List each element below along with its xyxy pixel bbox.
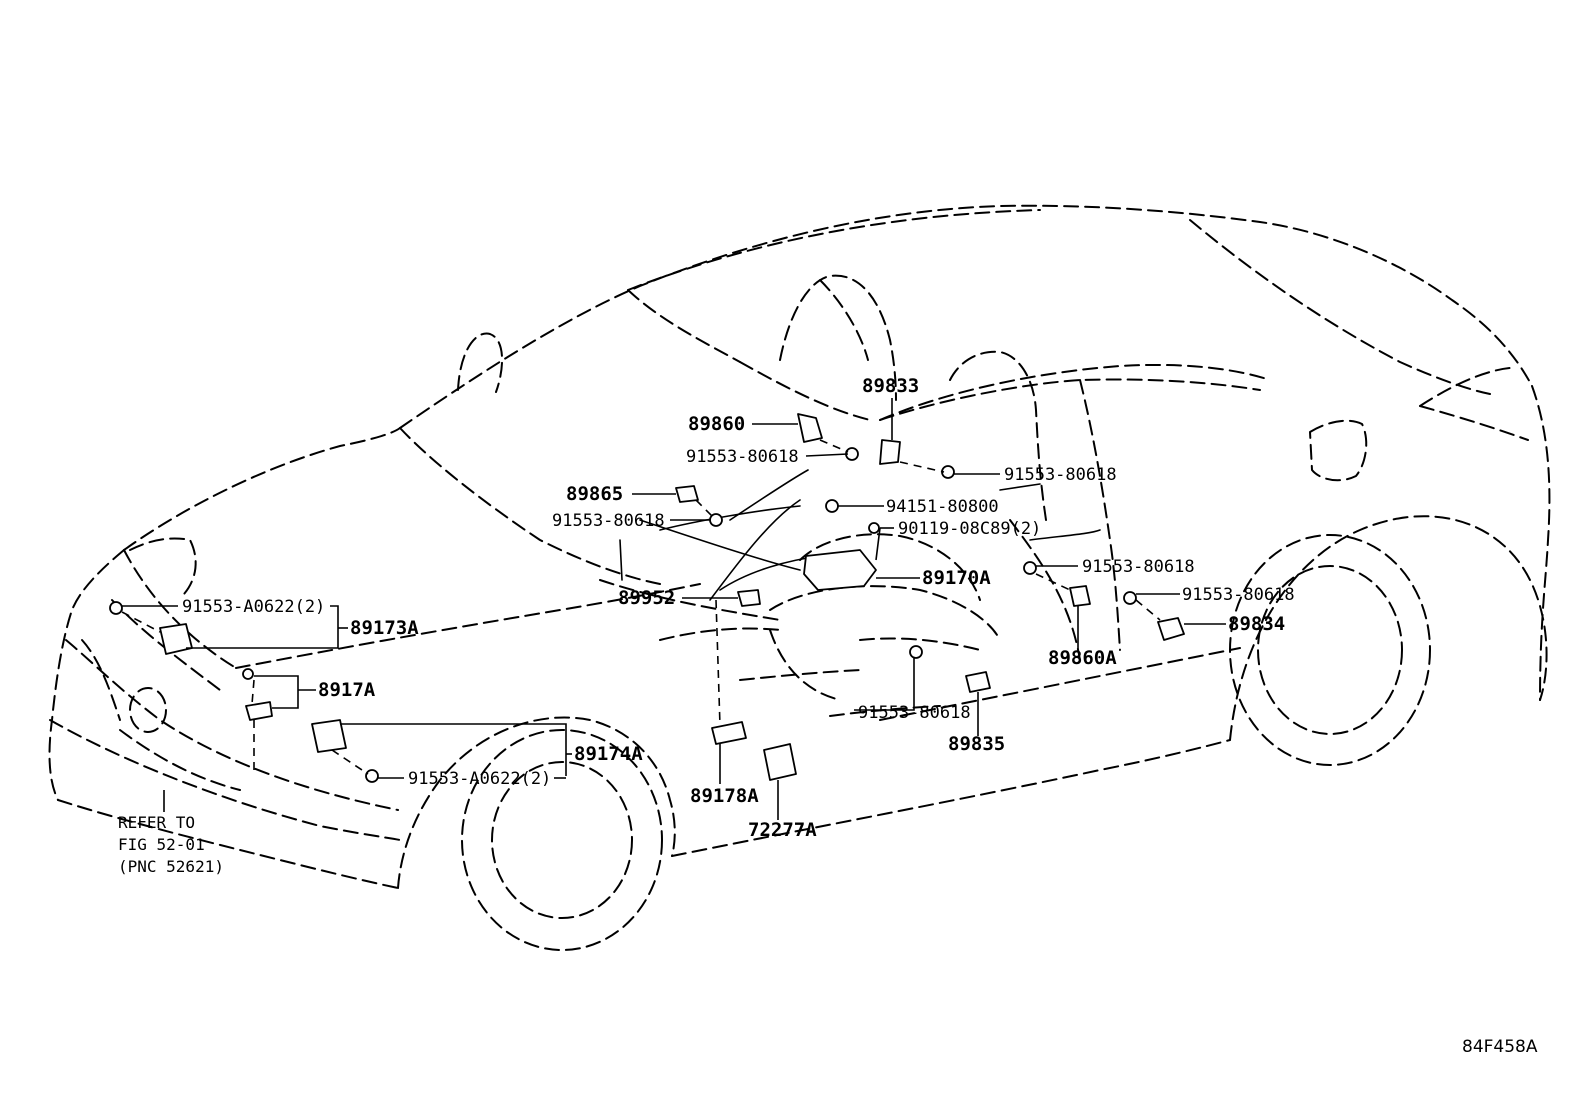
reference-note-line-3: (PNC 52621) [118,857,224,876]
sensor-8917a-part [245,701,273,721]
label-89173a: 89173A [350,617,419,639]
label-8917a: 8917A [318,679,376,701]
leader-lines [121,398,1226,820]
bolt-icon [909,645,923,659]
bolt-icon [825,499,839,513]
label-89952: 89952 [618,587,675,609]
bracket-89173a-part [159,623,193,655]
diagram-id: 84F458A [1462,1037,1538,1057]
sensor-89833-part [879,439,901,465]
label-89865: 89865 [566,483,623,505]
label-89170a: 89170A [922,567,991,589]
label-91553-80618-d: 91553-80618 [1082,557,1195,577]
bolt-icon [868,522,880,534]
bolt-icon [709,513,723,527]
sensor-89860-part [797,413,823,443]
label-90119-08c89: 90119-08C89(2) [898,519,1041,539]
part-labels: 89833 89860 91553-80618 91553-80618 8986… [118,375,1538,1057]
label-91553-80618-a: 91553-80618 [686,447,799,467]
label-89174a: 89174A [574,743,643,765]
reference-note-line-2: FIG 52-01 [118,835,205,854]
car-body-outline [48,204,1551,951]
bolt-icon [1023,561,1037,575]
label-89860: 89860 [688,413,745,435]
interior-lines [619,469,1101,601]
label-89178a: 89178A [690,785,759,807]
sensor-89835-part [965,671,991,693]
reference-note-line-1: REFER TO [118,813,195,832]
sensor-89178a-part [711,721,747,745]
parts [109,413,1185,783]
sensor-89834-part [1157,617,1185,641]
label-94151-80800: 94151-80800 [886,497,999,517]
sensor-89952-part [737,589,761,607]
label-89860a: 89860A [1048,647,1117,669]
label-91553-80618-e: 91553-80618 [1182,585,1295,605]
bolt-icon [242,668,254,680]
airbag-ecu-89170a-part [803,549,877,591]
label-72277a: 72277A [748,819,817,841]
label-91553-80618-b: 91553-80618 [1004,465,1117,485]
label-89833: 89833 [862,375,919,397]
sensor-89860a-part [1069,585,1091,607]
label-91553-a0622-b: 91553-A0622(2) [408,769,551,789]
bracket-72277a-part [763,743,797,781]
bolt-icon [1123,591,1137,605]
sensor-89174a-part [311,719,347,753]
label-89835: 89835 [948,733,1005,755]
label-89834: 89834 [1228,613,1285,635]
label-91553-80618-f: 91553-80618 [858,703,971,723]
sensor-89865-part [675,485,699,503]
label-91553-80618-c: 91553-80618 [552,511,665,531]
label-91553-a0622-a: 91553-A0622(2) [182,597,325,617]
bolt-icon [109,601,123,615]
bolt-icon [365,769,379,783]
